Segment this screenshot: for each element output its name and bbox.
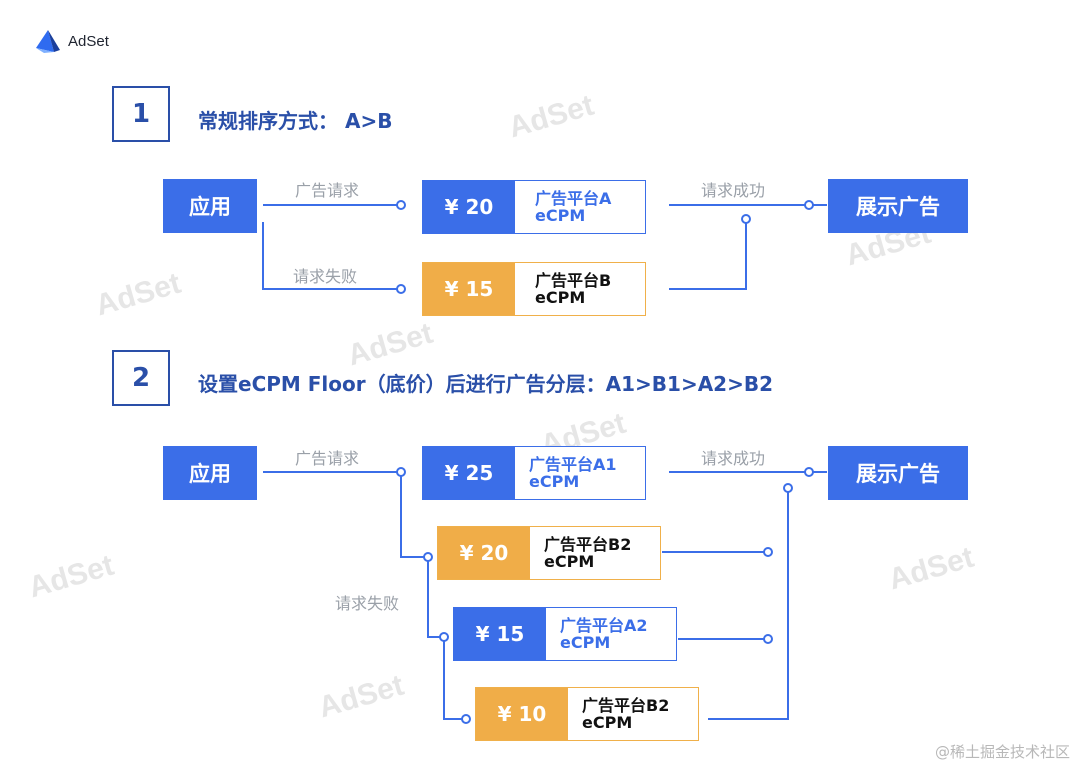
platform-a1-label: 广告平台A1 eCPM: [515, 447, 645, 499]
brand-logo: AdSet: [34, 28, 109, 54]
platform-a-price: ¥ 20: [423, 181, 515, 233]
section-1-heading: 常规排序方式： A>B: [198, 109, 393, 133]
platform-b-price: ¥ 15: [423, 263, 515, 315]
label-request-success: 请求成功: [701, 181, 766, 200]
platform-a-label: 广告平台A eCPM: [515, 181, 645, 233]
platform-a2-price: ¥ 15: [454, 608, 546, 660]
section-2-number: 2: [112, 350, 170, 406]
label-request-success-2: 请求成功: [701, 449, 766, 468]
source-credit: @稀土掘金技术社区: [934, 743, 1070, 761]
app-box: 应用: [163, 179, 257, 233]
adset-logo-icon: [36, 30, 60, 53]
platform-b-label: 广告平台B eCPM: [515, 263, 645, 315]
platform-b1-metric: eCPM: [544, 552, 595, 571]
platform-a-name: 广告平台A: [535, 189, 612, 208]
platform-b1-price: ¥ 20: [438, 527, 530, 579]
platform-a2-metric: eCPM: [560, 633, 611, 652]
platform-a1-name: 广告平台A1: [529, 455, 617, 474]
platform-a2-name: 广告平台A2: [560, 616, 648, 635]
platform-a1-box: ¥ 25 广告平台A1 eCPM: [422, 446, 646, 500]
platform-b-metric: eCPM: [535, 288, 586, 307]
brand-name: AdSet: [68, 32, 109, 50]
platform-a2-box: ¥ 15 广告平台A2 eCPM: [453, 607, 677, 661]
platform-a2-label: 广告平台A2 eCPM: [546, 608, 676, 660]
platform-b2-box: ¥ 10 广告平台B2 eCPM: [475, 687, 699, 741]
platform-a-metric: eCPM: [535, 206, 586, 225]
app-box-2: 应用: [163, 446, 257, 500]
platform-b2-label: 广告平台B2 eCPM: [568, 688, 698, 740]
label-ad-request-2: 广告请求: [295, 449, 360, 468]
platform-b2-metric: eCPM: [582, 713, 633, 732]
platform-b1-box: ¥ 20 广告平台B2 eCPM: [437, 526, 661, 580]
platform-b2-name: 广告平台B2: [582, 696, 670, 715]
section-2-heading: 设置eCPM Floor（底价）后进行广告分层：A1>B1>A2>B2: [198, 372, 774, 396]
show-ad-box-2: 展示广告: [828, 446, 968, 500]
platform-b1-label: 广告平台B2 eCPM: [530, 527, 660, 579]
platform-a1-price: ¥ 25: [423, 447, 515, 499]
platform-b2-price: ¥ 10: [476, 688, 568, 740]
label-request-failed: 请求失败: [293, 267, 358, 286]
platform-b-box: ¥ 15 广告平台B eCPM: [422, 262, 646, 316]
platform-a1-metric: eCPM: [529, 472, 580, 491]
show-ad-box: 展示广告: [828, 179, 968, 233]
label-ad-request: 广告请求: [295, 181, 360, 200]
platform-b1-name: 广告平台B2: [544, 535, 632, 554]
platform-b-name: 广告平台B: [535, 271, 612, 290]
label-request-failed-2: 请求失败: [335, 594, 400, 613]
section-1-number: 1: [112, 86, 170, 142]
platform-a-box: ¥ 20 广告平台A eCPM: [422, 180, 646, 234]
